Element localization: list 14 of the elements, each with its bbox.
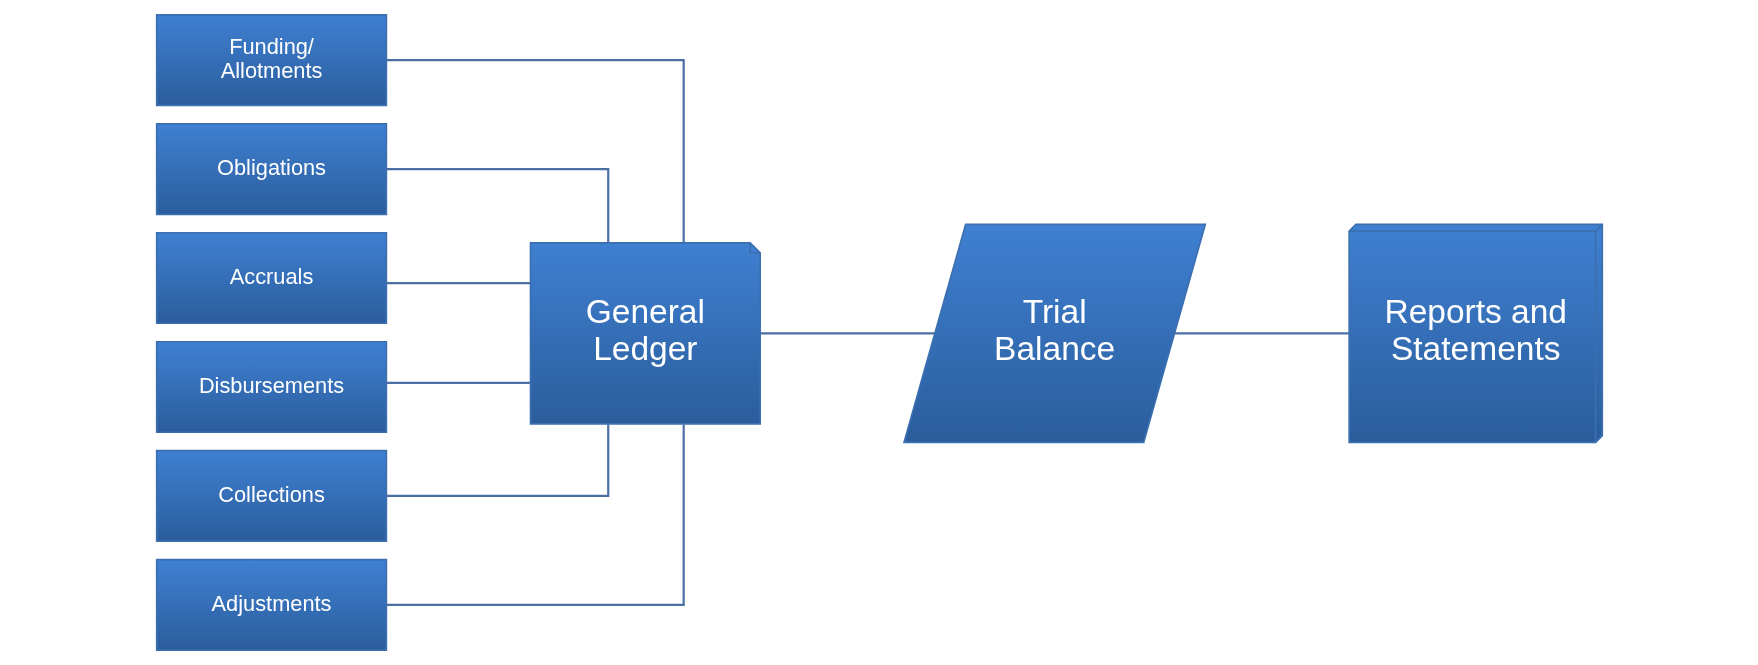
node-box: Accruals [155,231,387,325]
connector [1174,332,1349,335]
connector [385,167,609,243]
connector [386,424,685,606]
node-box: Funding/ Allotments [155,14,387,107]
connector [386,281,530,285]
connector [386,59,685,243]
node-box: Obligations [155,122,387,216]
connector [386,381,530,384]
node-box: Adjustments [155,558,387,651]
node-box: Disbursements [155,340,387,434]
connector [759,332,935,335]
connector [385,424,609,498]
node-box: Collections [155,449,387,543]
